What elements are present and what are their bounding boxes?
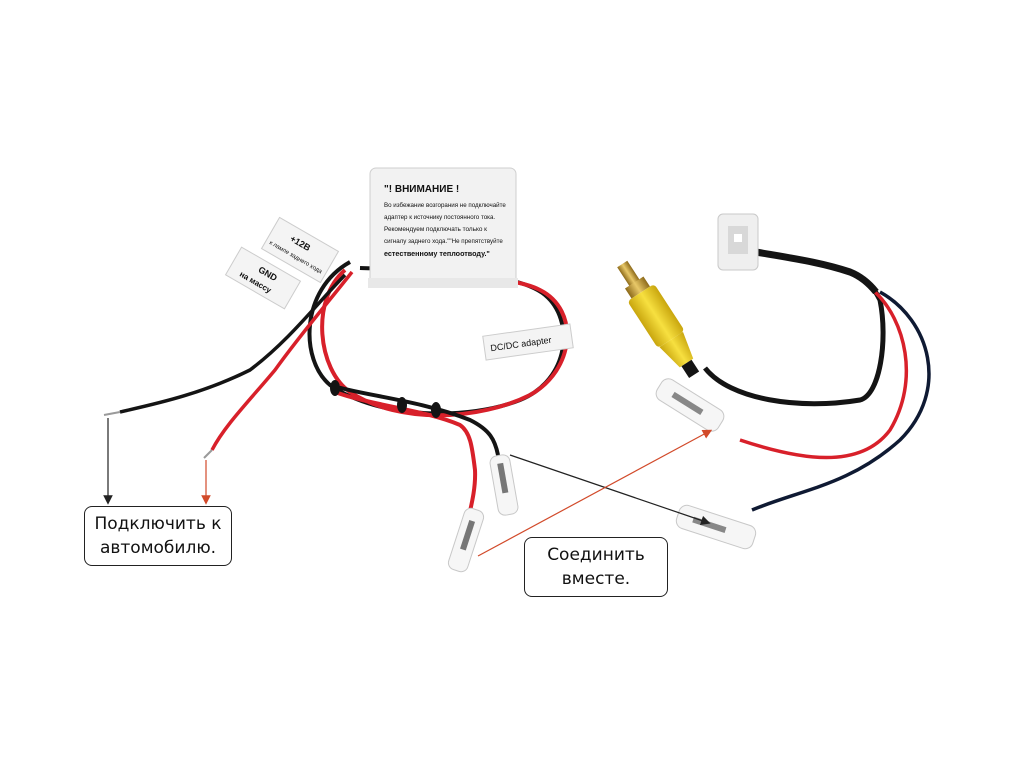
adapter-text-line3: адаптер к источнику постоянного тока. — [384, 214, 495, 221]
callout-join-line1: Соединить — [547, 545, 645, 565]
navy-lead-right — [751, 290, 931, 512]
rca-black-lead — [703, 269, 886, 407]
plug-cable — [755, 248, 879, 295]
callout-join-together: Соединить вместе. — [524, 537, 668, 597]
dcdc-tag: DC/DC adapter — [482, 323, 574, 361]
callout-connect-line2: автомобилю. — [99, 538, 217, 558]
callout-join-line2: вместе. — [561, 569, 631, 589]
left-harness-wires — [103, 260, 570, 521]
rca-plug — [617, 260, 700, 378]
annotation-arrows — [103, 418, 713, 557]
left-terminals — [447, 454, 519, 573]
arrow-join-red — [477, 429, 713, 557]
adapter-text-line6: естественному теплоотводу." — [384, 249, 490, 258]
terminal-male-left — [447, 507, 485, 573]
terminal-male-right — [655, 378, 725, 432]
black-lead-gnd — [119, 273, 347, 414]
arrow-join-black — [509, 454, 711, 525]
adapter-text-line2: Во избежание возгорания не подключайте — [384, 202, 506, 209]
adapter-text-line1: "! ВНИМАНИЕ ! — [384, 184, 459, 195]
adapter-text-line4: Рекомендуем подключать только к — [384, 226, 487, 233]
camera-plug — [717, 213, 759, 271]
twisted-pair-down — [329, 383, 500, 456]
red-lead-right — [739, 290, 909, 460]
adapter-text-line5: сигналу заднего хода.""Не препятствуйте — [384, 238, 503, 245]
red-lead-plus12 — [210, 270, 354, 451]
terminal-female-top — [489, 454, 519, 516]
callout-connect-to-car: Подключить к автомобилю. — [84, 506, 232, 566]
adapter-box: "! ВНИМАНИЕ ! Во избежание возгорания не… — [368, 167, 518, 288]
callout-connect-line1: Подключить к — [94, 514, 222, 534]
twisted-pair-down-red — [334, 390, 478, 521]
right-harness — [617, 213, 931, 550]
terminal-female-right — [675, 504, 757, 550]
